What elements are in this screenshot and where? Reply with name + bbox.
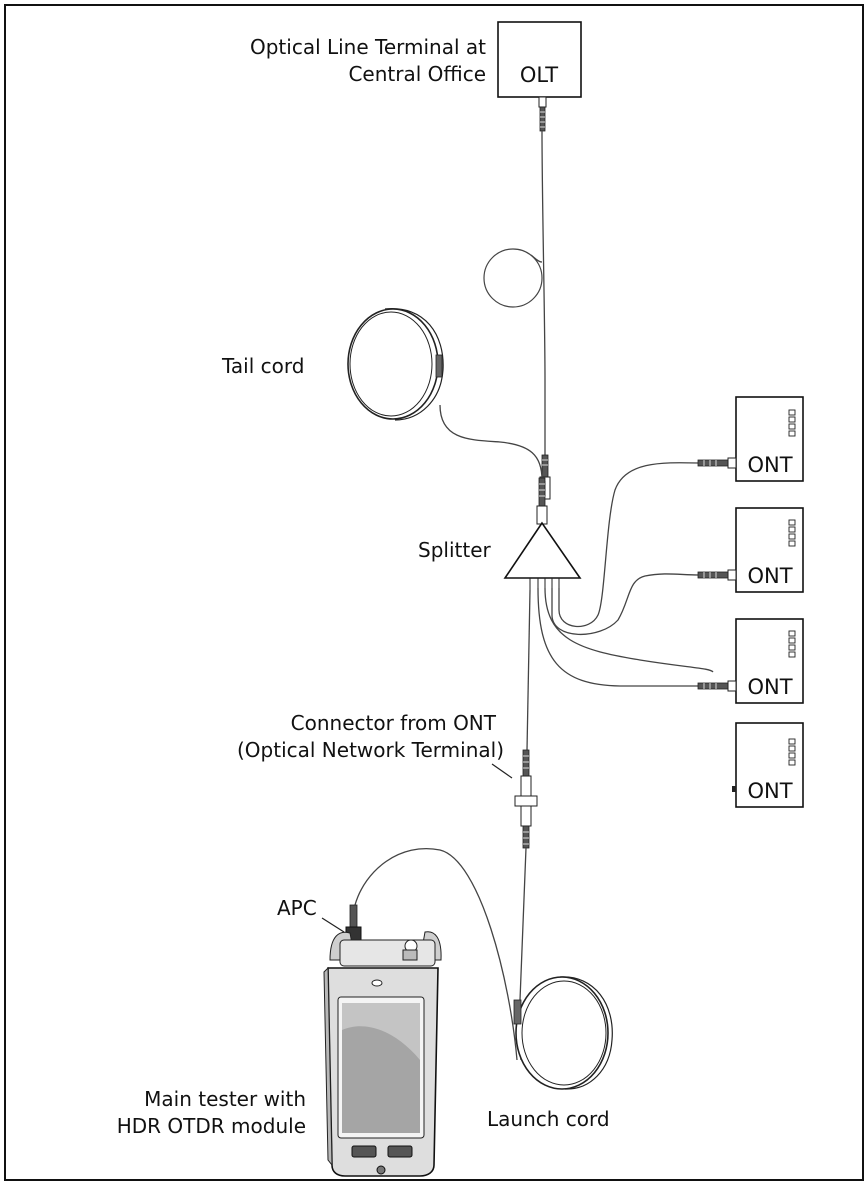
ont-2: ONT (697, 507, 804, 593)
tester-button-left-icon (351, 1145, 377, 1158)
otdr-tester-device (323, 931, 442, 1177)
ont-1: ONT (697, 396, 804, 482)
tester-led-icon (371, 979, 383, 987)
tester-group: APC Main te (117, 896, 442, 1177)
ont-3-ports-icon (788, 630, 796, 658)
launch-cord-spool-rim (521, 980, 607, 1086)
launch-cord-spool (515, 976, 609, 1090)
tester-button-right-icon (387, 1145, 413, 1158)
tail-cord-clip (435, 354, 443, 378)
splitter-fiber-ont-2 (551, 573, 699, 636)
ont-connector-group: Connector from ONT (Optical Network Term… (237, 711, 538, 849)
connector-label-line2: (Optical Network Terminal) (237, 738, 504, 762)
ont-3-connector-icon (697, 680, 737, 692)
tester-power-button-icon (376, 1165, 386, 1175)
module-port-2-icon (402, 949, 418, 961)
ont-1-connector-icon (697, 457, 737, 469)
ont-4-label: ONT (747, 779, 792, 803)
ont-3: ONT (697, 618, 804, 704)
tail-cord-group: Tail cord (221, 308, 543, 481)
olt-label-line1: Optical Line Terminal at (250, 35, 486, 59)
tester-label-line1: Main tester with (144, 1087, 306, 1111)
ont-3-label: ONT (747, 675, 792, 699)
connector-leader-line (491, 763, 513, 779)
launch-cord-fiber-to-tester (354, 848, 518, 1061)
olt-fiber-loop-join (530, 254, 543, 263)
olt-fiber-loop (483, 248, 543, 308)
splitter-label: Splitter (418, 538, 491, 562)
olt-group: Optical Line Terminal at Central Office … (250, 21, 582, 500)
splitter-fiber-ont-1 (558, 462, 699, 628)
splitter-group: Splitter (418, 462, 714, 751)
splitter-fiber-ont-4 (537, 587, 698, 687)
launch-cord-clip (513, 999, 522, 1025)
ont-2-label: ONT (747, 564, 792, 588)
splitter-fiber-ont-3 (544, 587, 714, 673)
apc-label: APC (277, 896, 317, 920)
ont-1-label: ONT (747, 453, 792, 477)
apc-leader-line (321, 917, 345, 933)
olt-box-label: OLT (520, 63, 558, 87)
tail-cord-spool (347, 308, 439, 420)
ont-4-ports-icon (788, 738, 796, 766)
otdr-module (339, 939, 436, 967)
ont-2-connector-icon (697, 569, 737, 581)
olt-fiber (541, 130, 546, 455)
tail-cord-fiber (439, 404, 543, 481)
tester-screen-glare (342, 1003, 420, 1060)
launch-cord-label: Launch cord (487, 1107, 610, 1131)
tail-cord-spool-edge (384, 308, 444, 421)
splitter-triangle (503, 521, 582, 579)
splitter-fiber-down (526, 589, 531, 751)
tail-cord-label: Tail cord (221, 354, 304, 378)
tail-cord-spool-rim (349, 311, 433, 417)
ont-2-ports-icon (788, 519, 796, 547)
tester-label-line2: HDR OTDR module (117, 1114, 306, 1138)
tester-body-side (323, 966, 333, 1167)
ont-4: ONT (732, 722, 804, 808)
page-frame (4, 4, 864, 1181)
ont-4-port-stub (732, 786, 736, 792)
ont-1-ports-icon (788, 409, 796, 437)
launch-cord-spool-edge (559, 976, 613, 1090)
olt-label-line2: Central Office (348, 62, 486, 86)
olt-connector-icon (538, 96, 547, 132)
connector-label-line1: Connector from ONT (291, 711, 497, 735)
launch-cord-group: Launch cord (354, 847, 613, 1131)
inline-connector-icon (514, 749, 538, 849)
